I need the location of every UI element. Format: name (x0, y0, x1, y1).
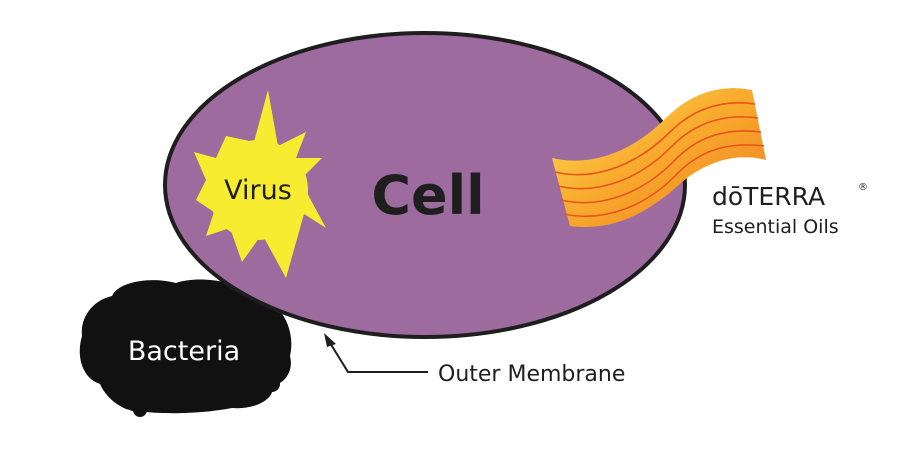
virus-label: Virus (224, 175, 292, 206)
cell-label: Cell (371, 164, 484, 227)
bacteria-label: Bacteria (128, 336, 240, 367)
cell-body (163, 31, 687, 339)
membrane-pointer-arrowhead (324, 333, 336, 347)
membrane-pointer-line (326, 337, 428, 373)
virus-body (208, 140, 308, 240)
membrane-label: Outer Membrane (438, 362, 625, 387)
brand-tagline: Essential Oils (712, 216, 839, 238)
brand-registered-mark: ® (858, 182, 868, 193)
bacteria-blob (79, 279, 292, 414)
ribbon-stripes (554, 102, 765, 218)
bacteria-bump (133, 403, 147, 417)
brand-name: dōTERRA (712, 182, 825, 211)
bacteria-bump (264, 376, 280, 392)
